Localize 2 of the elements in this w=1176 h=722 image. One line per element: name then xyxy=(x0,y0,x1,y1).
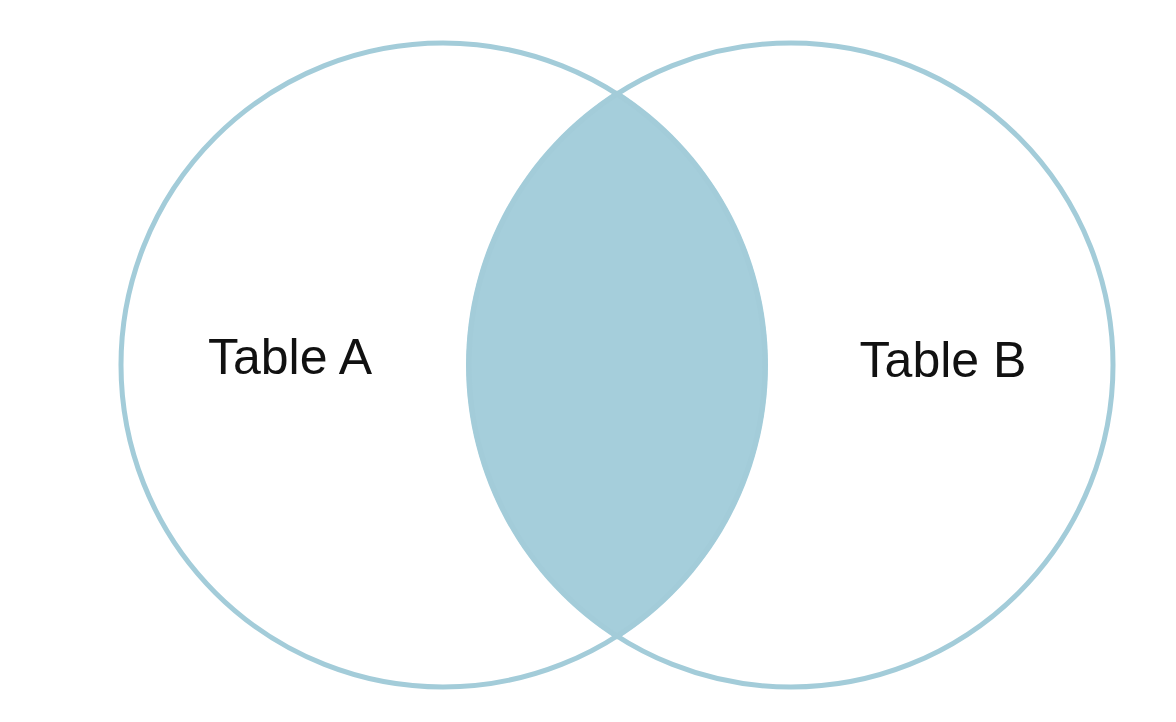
set-label: Table B xyxy=(859,331,1027,389)
set-label: Table A xyxy=(208,328,372,386)
